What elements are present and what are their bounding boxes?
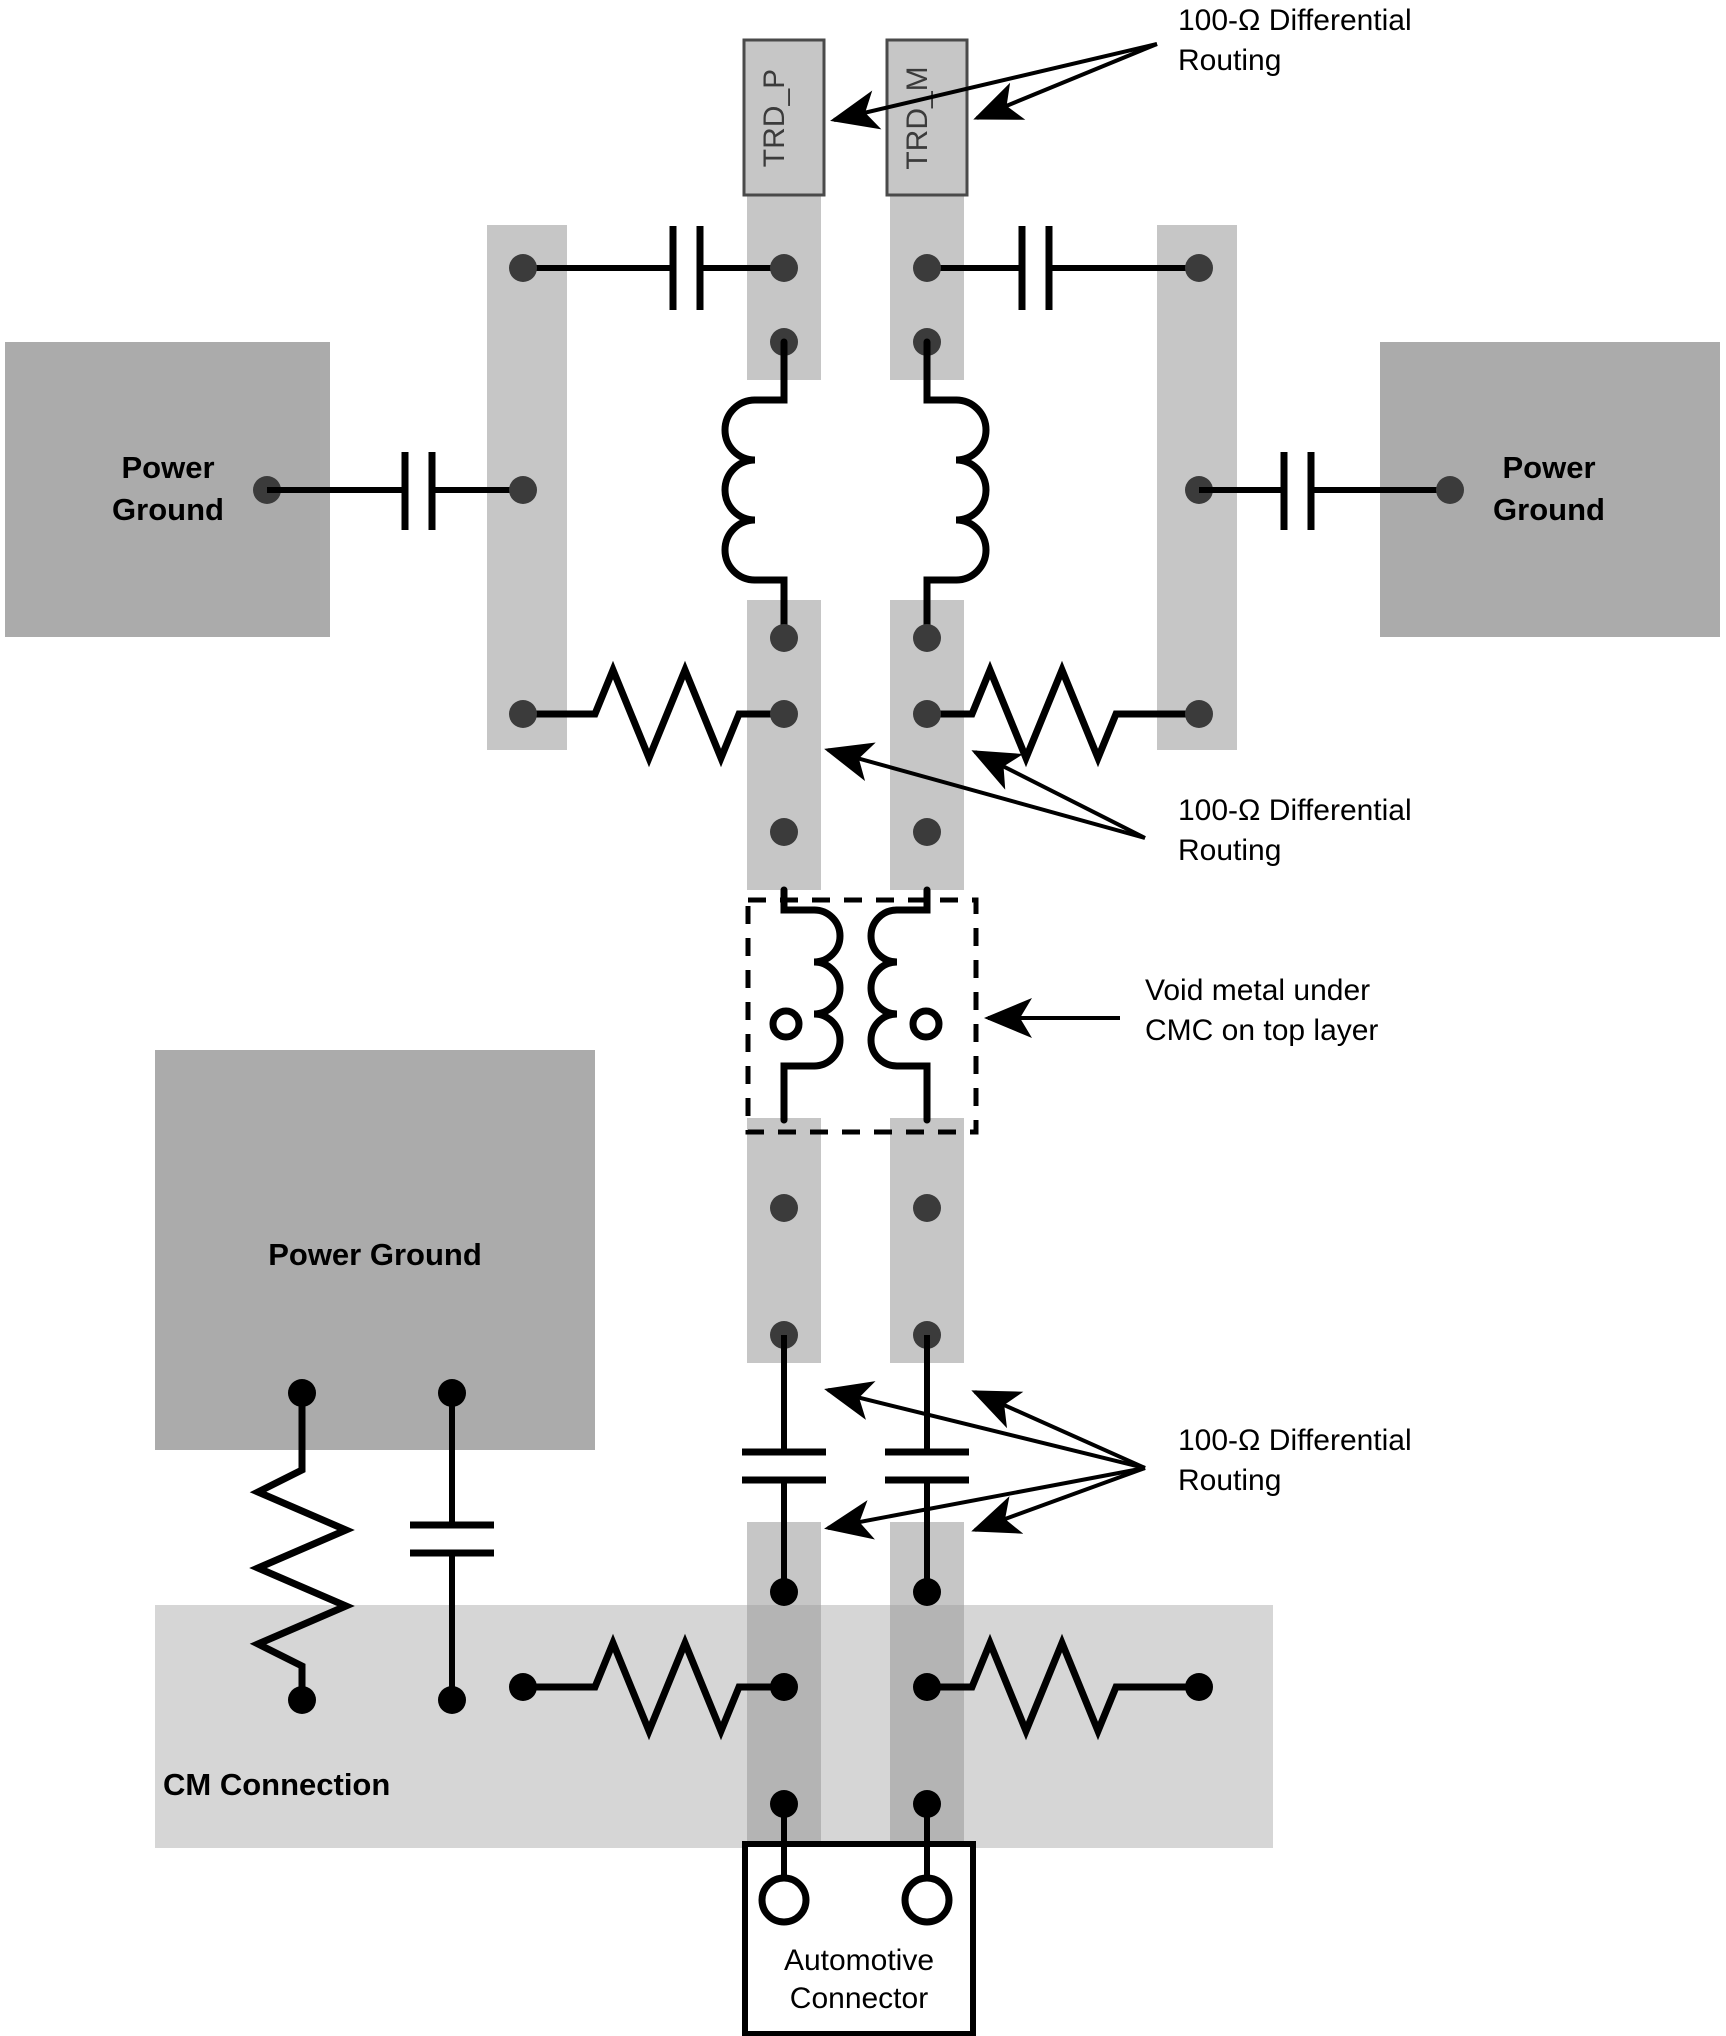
- power-ground-middle-label: Power Ground: [268, 1237, 482, 1272]
- trace-m-node-mid: [913, 818, 941, 846]
- anno-top-line2: Routing: [1178, 44, 1281, 77]
- isolation-transformer: [721, 338, 990, 642]
- anno-mid-leader-2: [971, 750, 1146, 840]
- via-node: [1185, 700, 1213, 728]
- pg-right-line2: Ground: [1493, 492, 1605, 527]
- via-node: [509, 254, 537, 282]
- trd-p-label: TRD_P: [758, 69, 791, 167]
- annotation-top-routing: 100-Ω Differential Routing: [830, 4, 1412, 130]
- cmc-polarity-dot-p: [769, 1007, 803, 1041]
- trd-m-label: TRD_M: [901, 66, 934, 169]
- trd-p-pad[interactable]: TRD_P: [742, 38, 826, 197]
- cm-capacitor-bottom-node: [438, 1686, 466, 1714]
- trace-p-node-mid: [770, 818, 798, 846]
- cm-connection-label: CM Connection: [163, 1767, 390, 1802]
- xfmr-p-lead-bottom: [751, 576, 788, 642]
- bottom-resistor-right: [927, 1633, 1199, 1741]
- anno-bottom-leader-4: [971, 1466, 1146, 1534]
- decoupling-capacitor-right: [1185, 452, 1464, 530]
- pg-left-line2: Ground: [112, 492, 224, 527]
- shunt-capacitor-p: [742, 1335, 826, 1606]
- via-node: [770, 700, 798, 728]
- power-ground-plane-middle-left: [155, 1050, 595, 1450]
- annotation-mid-routing: 100-Ω Differential Routing: [824, 742, 1412, 867]
- trd-p-pad-rect[interactable]: [742, 38, 826, 197]
- via-node: [509, 476, 537, 504]
- bottom-resistor-right-zigzag: [927, 1633, 1199, 1741]
- bottom-res-left-node-in: [770, 1673, 798, 1701]
- bottom-resistor-left-zigzag: [523, 1633, 784, 1741]
- termination-resistor-left: [523, 660, 784, 768]
- power-ground-left-top-label: Power Ground: [112, 450, 224, 527]
- bottom-resistor-left: [523, 1633, 784, 1741]
- automotive-connector[interactable]: Automotive Connector: [742, 1804, 976, 2036]
- series-capacitor-left: [509, 226, 798, 310]
- connector-pin-m[interactable]: [901, 1874, 953, 1926]
- xfmr-m-lead-top: [923, 338, 960, 404]
- anno-bottom-leader-2: [971, 1390, 1146, 1470]
- pg-left-line1: Power: [121, 450, 214, 485]
- void-metal-dashed-box: [745, 897, 979, 1135]
- resistor-left-zigzag: [523, 660, 784, 768]
- cm-resistor: [249, 1379, 355, 1714]
- cmc-p-lead-bottom: [780, 1062, 818, 1124]
- termination-resistor-right: [927, 660, 1199, 768]
- via-node: [509, 700, 537, 728]
- shunt-cap-m-node: [913, 1578, 941, 1606]
- trd-m-pad[interactable]: TRD_M: [885, 38, 969, 197]
- shunt-capacitor-m: [885, 1335, 969, 1606]
- resistor-right-zigzag: [927, 660, 1199, 768]
- cm-resistor-zigzag: [249, 1393, 355, 1700]
- anno-top-leader-1: [830, 42, 1158, 130]
- bottom-res-right-node-out: [1185, 1673, 1213, 1701]
- shunt-cap-p-node: [770, 1578, 798, 1606]
- cm-capacitor: [410, 1379, 494, 1714]
- power-ground-right-top-label: Power Ground: [1493, 450, 1605, 527]
- series-capacitor-right: [913, 226, 1213, 310]
- xfmr-p-coil: [721, 396, 759, 584]
- via-node: [913, 254, 941, 282]
- connector-pin-p[interactable]: [758, 1874, 810, 1926]
- anno-bottom-line1: 100-Ω Differential: [1178, 1424, 1412, 1457]
- anno-bottom-line2: Routing: [1178, 1464, 1281, 1497]
- pg-right-line1: Power: [1502, 450, 1595, 485]
- trace-p-node-after-cmc: [770, 1194, 798, 1222]
- annotation-bottom-routing: 100-Ω Differential Routing: [824, 1381, 1412, 1540]
- via-node: [770, 254, 798, 282]
- xfmr-m-coil: [952, 396, 990, 584]
- trd-m-pad-rect[interactable]: [885, 38, 969, 197]
- cmc-m-coil: [867, 906, 901, 1070]
- connector-label-line2: Connector: [790, 1982, 928, 2015]
- via-node: [1185, 254, 1213, 282]
- cmc-polarity-dot-m: [909, 1007, 943, 1041]
- bottom-res-left-node-out: [509, 1673, 537, 1701]
- connector-label-line1: Automotive: [784, 1944, 934, 1977]
- cm-connection-band: [155, 1605, 1273, 1848]
- anno-top-line1: 100-Ω Differential: [1178, 4, 1412, 37]
- anno-mid-line2: Routing: [1178, 834, 1281, 867]
- bottom-res-right-node-in: [913, 1673, 941, 1701]
- cmc-m-lead-top: [893, 886, 931, 914]
- xfmr-m-lead-bottom: [923, 576, 960, 642]
- trace-m-node-after-cmc: [913, 1194, 941, 1222]
- cm-resistor-bottom-node: [288, 1686, 316, 1714]
- trace-m-node-after-xfmr: [913, 624, 941, 652]
- anno-void-line1: Void metal under: [1145, 974, 1370, 1007]
- annotation-void-metal: Void metal under CMC on top layer: [984, 974, 1378, 1047]
- anno-mid-line1: 100-Ω Differential: [1178, 794, 1412, 827]
- cmc-m-lead-bottom: [893, 1062, 931, 1124]
- anno-bottom-leader-1: [824, 1381, 1146, 1470]
- cmc-p-coil: [810, 906, 844, 1070]
- via-node: [1436, 476, 1464, 504]
- anno-top-leader-2: [973, 42, 1158, 120]
- via-node: [913, 700, 941, 728]
- common-mode-choke: [780, 886, 931, 1124]
- decoupling-capacitor-left: [253, 452, 537, 530]
- anno-mid-leader-1: [824, 742, 1146, 840]
- trace-p-node-after-xfmr: [770, 624, 798, 652]
- cmc-p-lead-top: [780, 886, 818, 914]
- anno-void-line2: CMC on top layer: [1145, 1014, 1378, 1047]
- xfmr-p-lead-top: [751, 338, 788, 404]
